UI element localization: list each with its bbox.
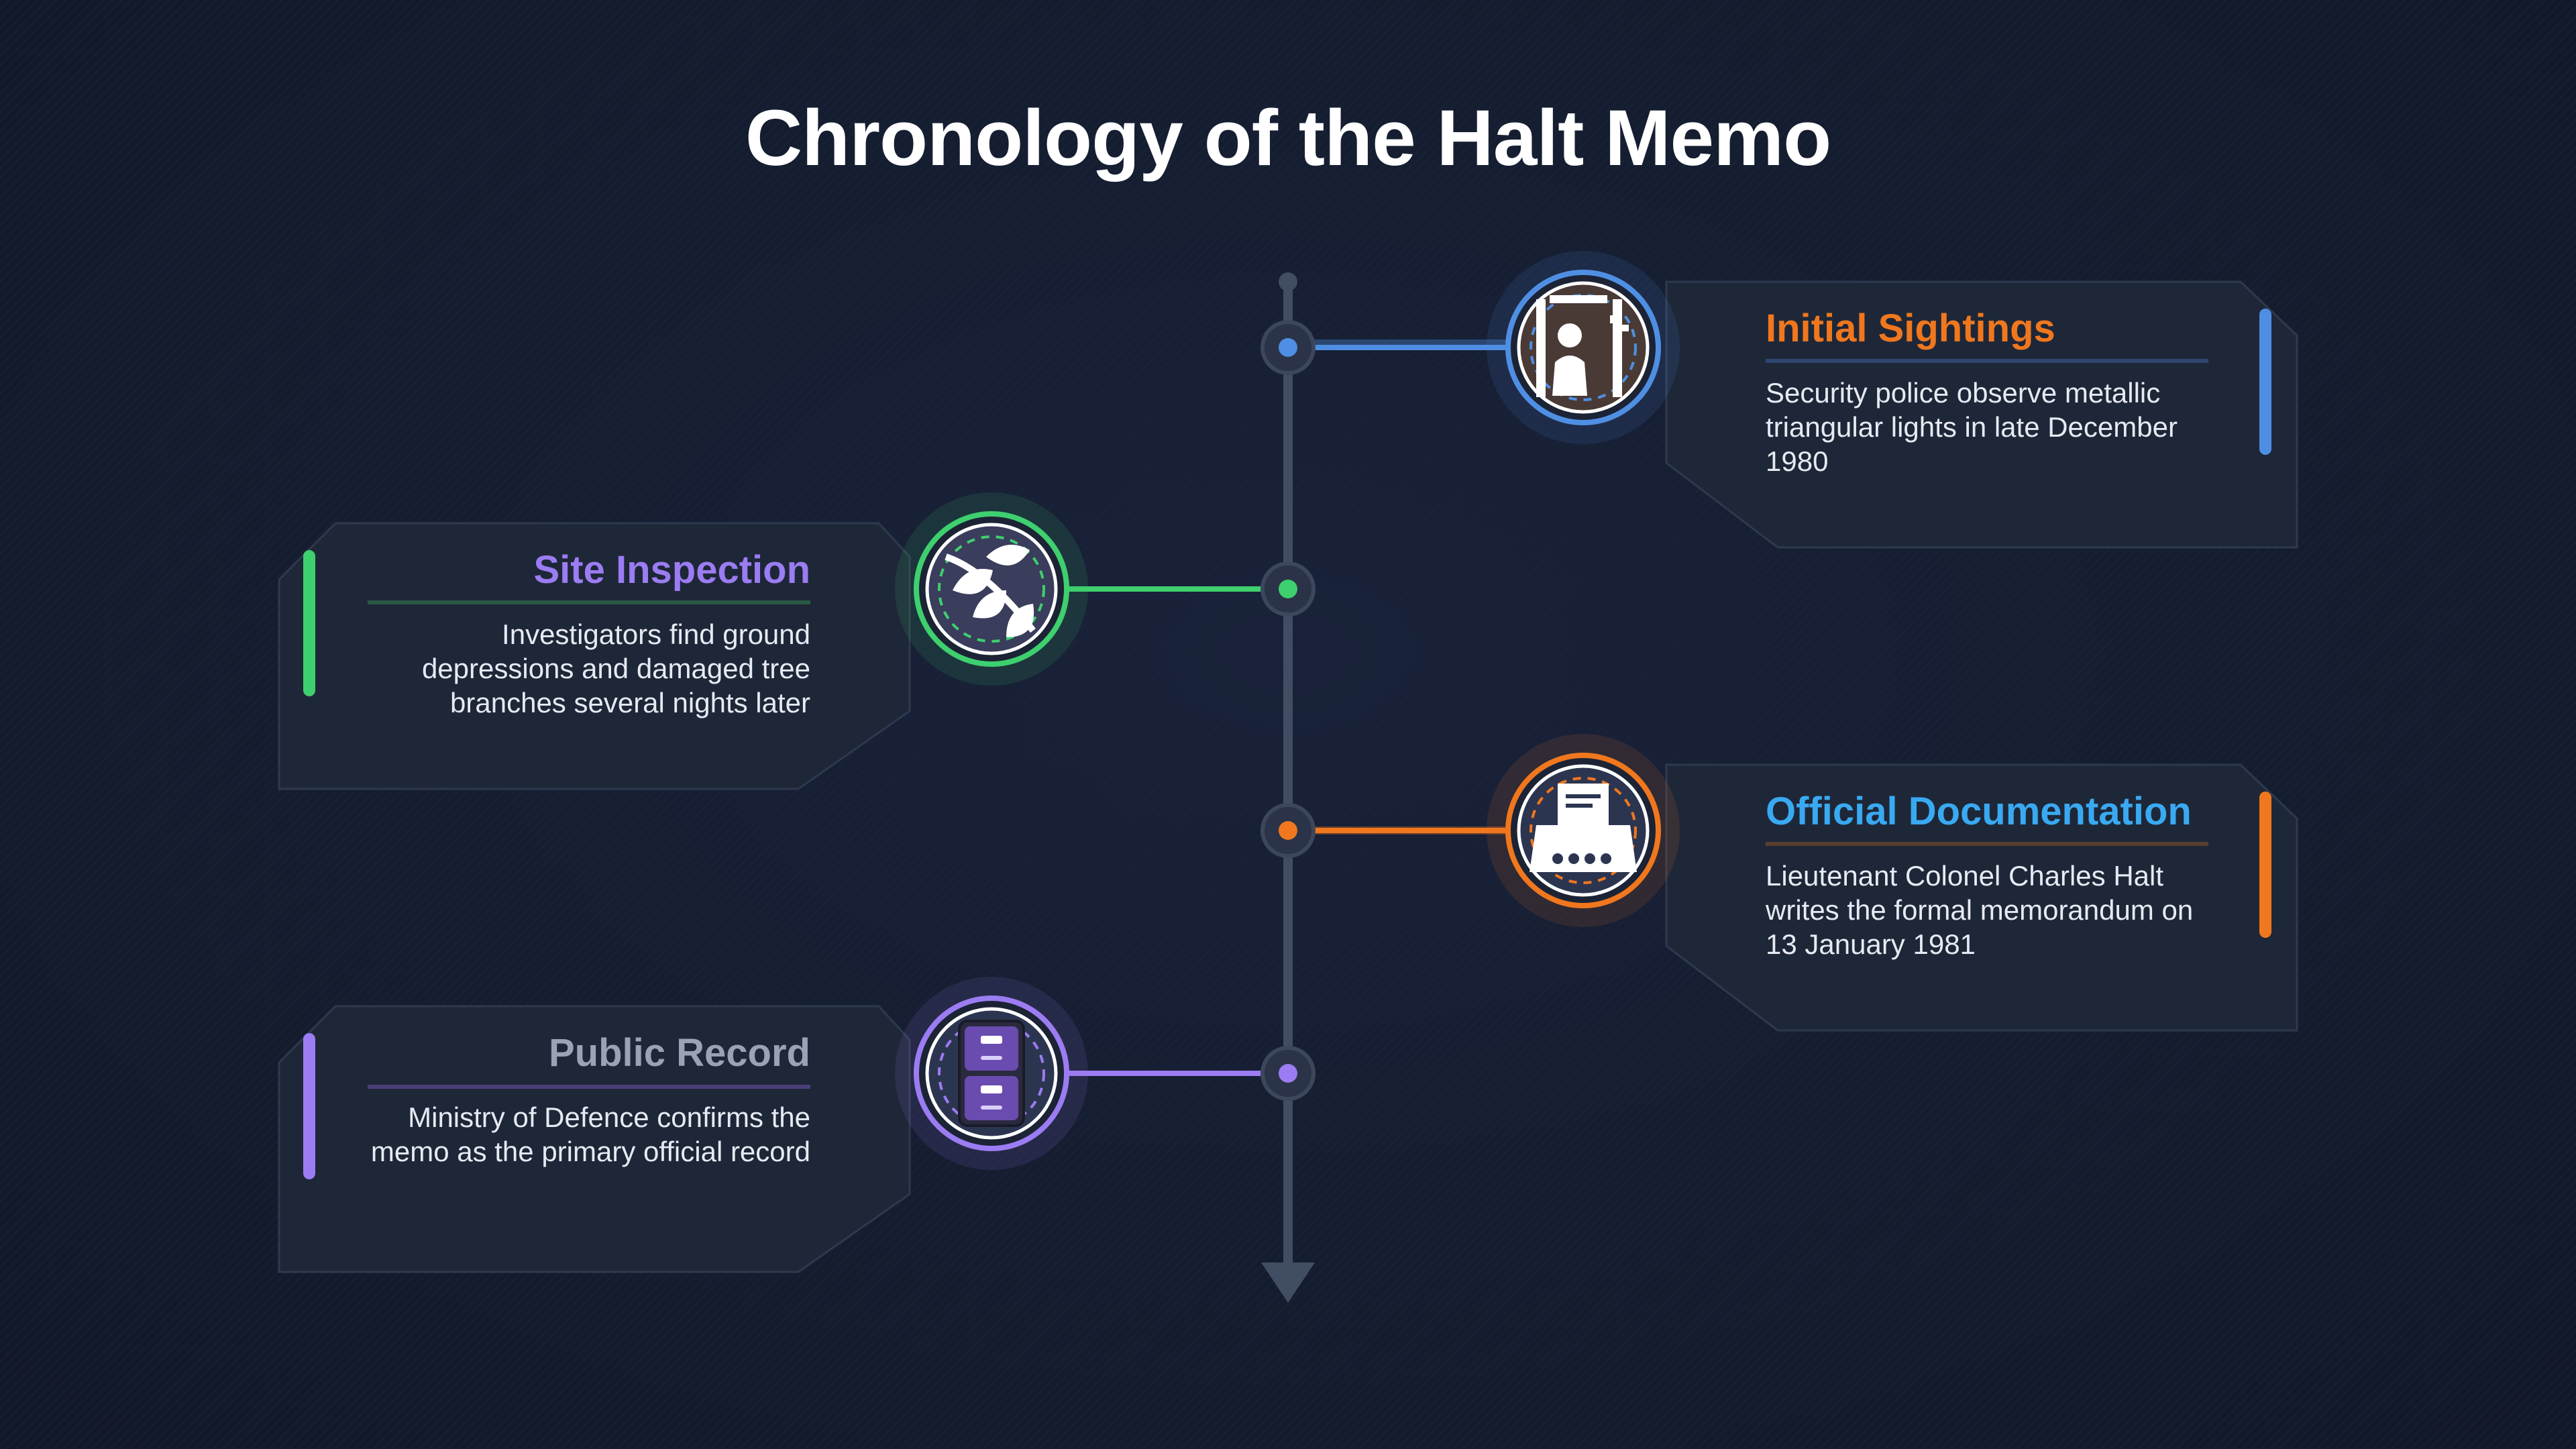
event-card	[1665, 763, 2298, 1032]
event-card	[278, 522, 911, 790]
filing-cabinet-icon	[958, 1020, 1025, 1127]
typewriter-icon	[1529, 784, 1637, 872]
event-title: Site Inspection	[533, 548, 810, 592]
event-description: Ministry of Defence confirms the memo as…	[370, 1102, 810, 1167]
event-description: Lieutenant Colonel Charles Halt writes t…	[1766, 860, 2194, 960]
tree-branch-icon	[945, 545, 1036, 637]
timeline-event-official-documentation	[1260, 734, 2298, 1032]
event-title: Initial Sightings	[1766, 307, 2055, 350]
card-accent-bar	[303, 1033, 315, 1179]
timeline-event-site-inspection	[278, 492, 1316, 790]
card-accent-bar	[2259, 792, 2271, 938]
event-title: Official Documentation	[1766, 790, 2192, 833]
card-accent-bar	[303, 550, 315, 696]
event-description: Security police observe metallic triangu…	[1766, 377, 2178, 477]
timeline-event-public-record	[278, 977, 1316, 1273]
event-card	[278, 1005, 911, 1273]
event-card	[1665, 280, 2298, 549]
card-accent-bar	[2259, 309, 2271, 455]
timeline-axis	[1261, 272, 1315, 1303]
lighthouse-figure-icon	[1536, 295, 1629, 397]
timeline-event-initial-sightings	[1260, 251, 2298, 549]
page-title: Chronology of the Halt Memo	[745, 94, 1831, 182]
timeline-arrow-head	[1261, 1263, 1315, 1303]
event-description: Investigators find ground depressions an…	[421, 619, 810, 718]
event-title: Public Record	[549, 1031, 810, 1075]
